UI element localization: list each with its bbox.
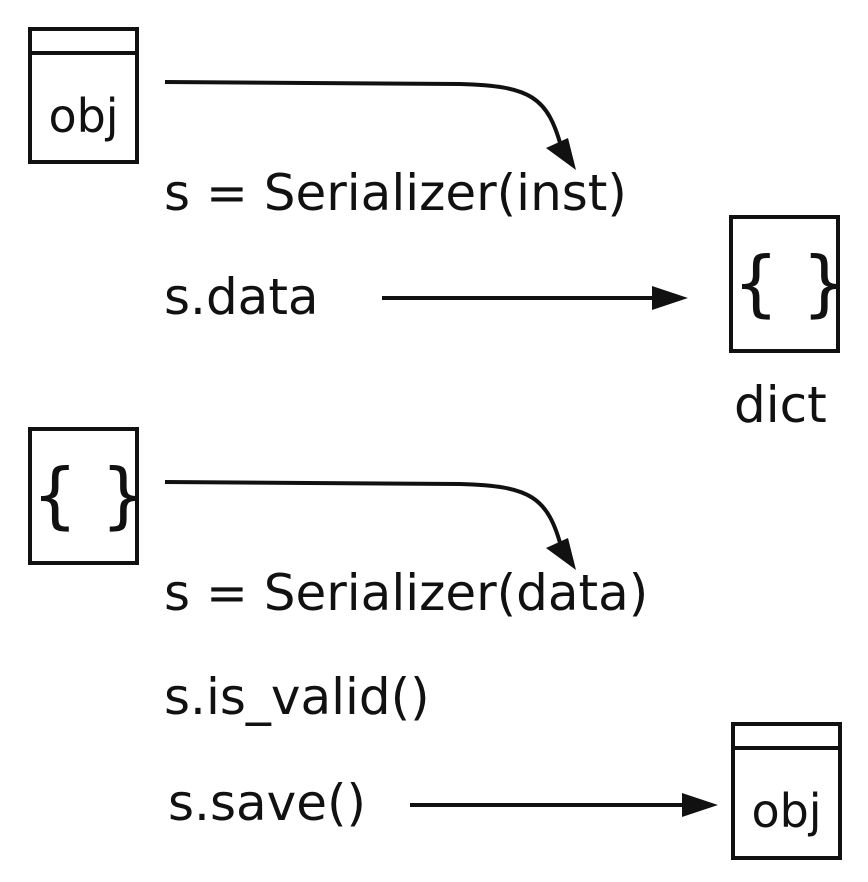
bottom-curved-arrowhead [546, 538, 576, 570]
top-constructor-line: s = Serializer(inst) [164, 164, 627, 222]
bottom-constructor-line: s = Serializer(data) [164, 564, 649, 622]
dict-icon: { } [733, 241, 848, 325]
top-source-object-box: obj [28, 27, 139, 164]
bottom-result-object-box: obj [731, 722, 842, 860]
top-curved-arrowhead [546, 138, 576, 170]
bottom-curved-arrow [164, 480, 564, 551]
dict-caption: dict [734, 376, 827, 434]
data-arrowhead [652, 286, 688, 310]
save-arrowhead [682, 793, 718, 817]
top-data-line: s.data [164, 268, 319, 326]
bottom-source-dict-box: { } [28, 427, 147, 565]
object-icon: obj [751, 784, 822, 838]
dict-icon: { } [32, 453, 147, 537]
validate-line: s.is_valid() [164, 668, 430, 726]
object-icon: obj [48, 89, 119, 143]
top-curved-arrow [164, 80, 564, 151]
save-line: s.save() [168, 774, 366, 832]
object-header-bar [32, 51, 135, 55]
object-header-bar [735, 746, 838, 750]
top-result-dict-box: { } [729, 215, 848, 353]
